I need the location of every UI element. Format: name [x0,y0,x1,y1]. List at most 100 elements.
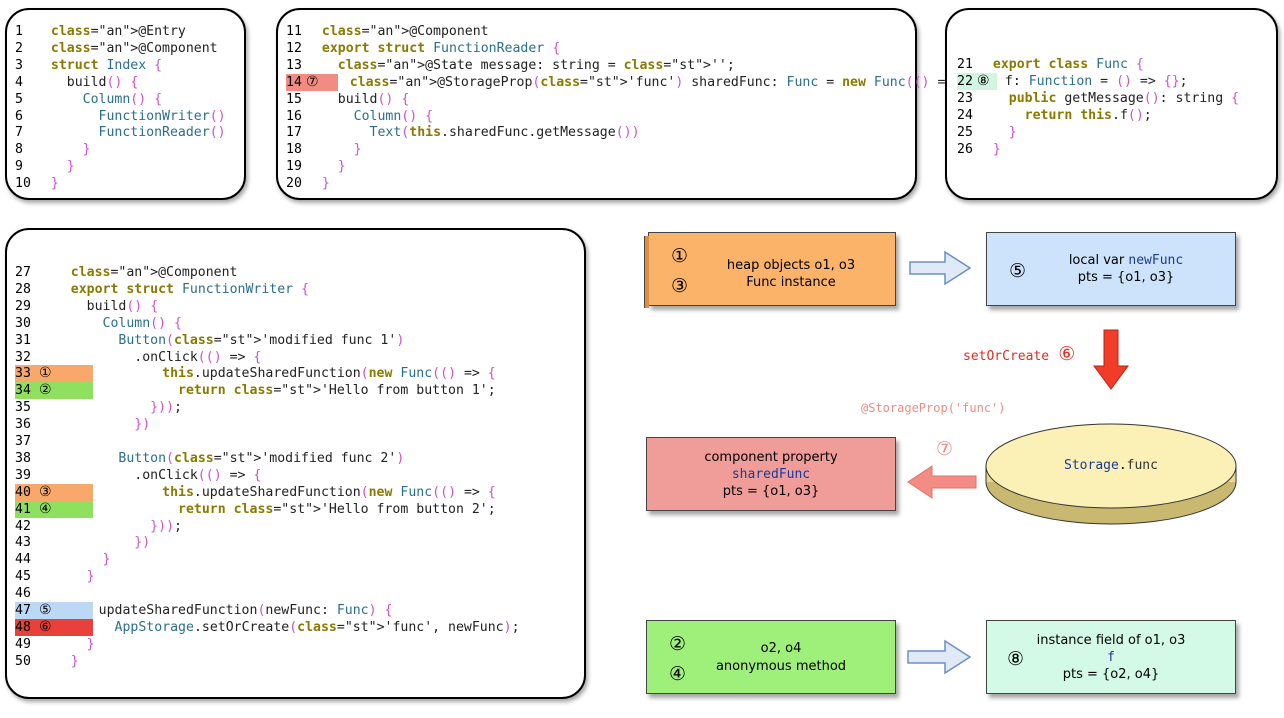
line-highlight [15,365,93,383]
line-number: 10 [15,176,31,192]
component-pts: pts = {o1, o3} [722,484,820,499]
marker-1: ① [671,245,689,267]
line-code: this.updateSharedFunction(new Func(() =>… [162,366,496,382]
line-code: })); [150,400,182,416]
marker-4: ④ [669,663,687,685]
marker-6: ⑥ [1058,343,1076,365]
line-number: 12 [286,40,302,56]
anon-method-label: anonymous method [715,659,847,674]
line-number: 13 [286,57,302,73]
line-code: Column() { [353,108,434,124]
line-highlight [15,602,93,619]
storage-prop-label: @StorageProp('func') [861,401,1006,415]
line-code: AppStorage.setOrCreate(class="st">'func'… [114,619,520,635]
line-number: 35 [15,400,31,416]
line-code: }) [134,535,151,551]
line-number: 49 [15,636,31,652]
line-marker: ① [39,365,52,382]
line-highlight [15,382,93,400]
marker-8: ⑧ [1007,648,1025,670]
component-property-box: component property sharedFunc pts = {o1,… [646,437,896,511]
instance-field-box: ⑧ instance field of o1, o3 f pts = {o2, … [986,620,1236,694]
line-number: 28 [15,281,31,297]
line-code: return class="st">'Hello from button 2'; [178,501,496,517]
line-code: export struct FunctionReader { [321,40,561,56]
field-pts: pts = {o2, o4} [1062,667,1160,682]
heap-objects-box: ① ③ heap objects o1, o3 Func instance [648,232,896,306]
line-number: 21 [957,57,973,72]
marker-5: ⑤ [1009,260,1027,282]
line-code: } [66,159,75,175]
line-code: .onClick(() => { [39,349,262,365]
line-number: 30 [15,315,31,331]
heap-objects-label: heap objects o1, o3 [726,258,856,273]
line-number: 8 [15,142,23,158]
heap-box-edge [644,236,649,308]
line-number: 7 [15,125,23,141]
line-marker: ⑥ [39,618,52,635]
line-code: class="an">@Entry [50,24,186,39]
local-var-label: local var [1068,253,1125,268]
func-instance-label: Func instance [746,275,836,290]
line-number: 9 [15,159,23,175]
line-highlight [286,73,338,91]
line-number: 11 [286,24,302,39]
arrow-heap-to-local [909,250,972,286]
line-number: 19 [286,159,302,175]
line-marker: ⑤ [39,602,52,618]
marker-7: ⑦ [936,438,954,460]
line-code: FunctionWriter() [98,108,226,124]
line-number: 14 [286,74,302,90]
anonymous-method-box: ② ④ o2, o4 anonymous method [646,620,896,694]
new-func-var: newFunc [1128,253,1184,268]
storage-disk [985,423,1237,525]
storage-obj: Storage [1064,458,1119,473]
line-marker: ⑧ [977,72,990,89]
line-code: })); [150,518,182,534]
line-highlight [957,72,997,90]
line-code: } [1008,124,1017,140]
line-number: 27 [15,265,31,280]
line-code: this.updateSharedFunction(new Func(() =>… [162,484,496,500]
line-number: 37 [15,434,31,449]
line-code: } [70,653,79,669]
arrow-storageprop [907,465,977,499]
line-highlight [15,500,93,518]
line-marker: ④ [39,500,52,517]
marker-3: ③ [671,275,689,297]
line-code: return this.f(); [1024,107,1152,123]
line-number: 46 [15,586,31,602]
line-code: class="an">@Component [321,24,489,39]
arrow-anon-to-field [907,639,972,675]
line-number: 48 [15,619,31,635]
line-code: } [992,141,1001,157]
line-number: 20 [286,176,302,192]
line-number: 43 [15,535,31,551]
arrow-set-or-create [1093,329,1129,390]
line-marker: ③ [39,483,52,500]
line-number: 36 [15,417,31,433]
line-number: 15 [286,91,302,107]
line-code: public getMessage(): string { [1008,90,1240,106]
line-code: build() { [39,298,159,314]
line-number: 16 [286,108,302,124]
line-number: 17 [286,125,302,141]
line-marker: ② [39,382,52,399]
line-number: 38 [15,450,31,466]
line-number: 29 [15,298,31,314]
line-code: build() { [306,91,410,107]
line-number: 42 [15,518,31,534]
line-code: } [102,552,111,568]
line-number: 24 [957,107,973,123]
line-number: 5 [15,91,23,107]
line-code: class="an">@Component [70,265,238,280]
line-number: 25 [957,124,973,140]
line-code: Button(class="st">'modified func 2') [118,450,405,466]
storage-field: func [1126,458,1158,473]
line-number: 3 [15,57,23,73]
f-field-var: f [1107,650,1115,665]
line-number: 47 [15,603,31,618]
